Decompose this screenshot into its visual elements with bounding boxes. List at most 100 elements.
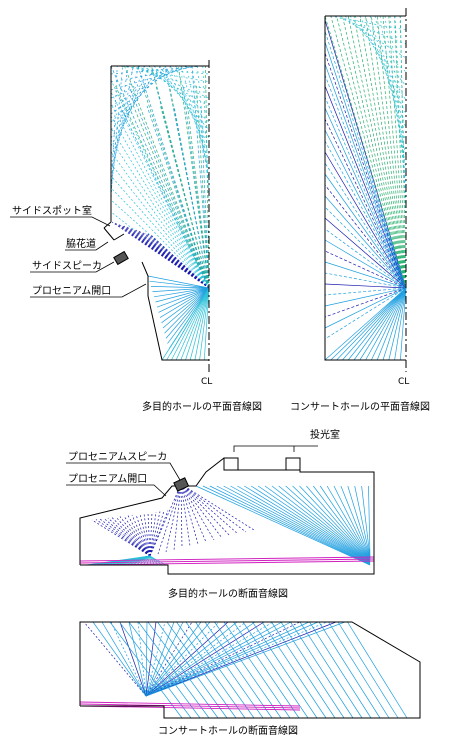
sound-ray	[186, 65, 210, 179]
sound-ray	[103, 518, 151, 557]
sound-ray	[271, 621, 336, 719]
plan-multi-leaders	[10, 216, 147, 298]
sound-ray	[110, 103, 210, 289]
sound-ray	[191, 65, 210, 289]
sound-ray	[361, 485, 371, 558]
sound-ray	[110, 65, 183, 107]
sound-ray	[110, 65, 156, 147]
sound-ray	[145, 621, 346, 697]
sound-ray	[145, 621, 175, 697]
sound-ray	[173, 105, 210, 289]
sound-ray	[166, 287, 210, 361]
sound-ray	[347, 287, 407, 361]
sound-ray	[149, 511, 157, 557]
sound-ray	[347, 15, 407, 289]
sound-ray	[162, 287, 210, 329]
sound-ray	[199, 287, 210, 361]
sound-ray	[110, 65, 129, 187]
sound-ray	[330, 287, 407, 361]
sound-ray	[340, 485, 371, 559]
sound-ray	[79, 701, 301, 707]
sound-ray	[394, 15, 407, 289]
sound-ray	[158, 287, 210, 313]
proscenium-opening-label: プロセニアム開口	[32, 285, 111, 297]
centerline-label: CL	[201, 377, 212, 387]
sound-ray	[165, 287, 210, 339]
plan-concert-outline	[324, 8, 407, 372]
sound-ray	[278, 485, 371, 562]
sound-ray	[145, 621, 157, 697]
sound-ray	[324, 206, 407, 289]
sound-ray	[141, 231, 210, 289]
sound-ray	[330, 15, 407, 289]
sound-ray	[292, 485, 371, 562]
sound-ray	[110, 91, 210, 289]
sound-ray	[324, 184, 407, 289]
sound-ray	[195, 485, 371, 566]
sound-ray	[214, 621, 282, 719]
sound-ray	[353, 287, 407, 361]
sound-ray	[399, 15, 407, 227]
sound-ray	[91, 519, 151, 557]
sound-ray	[117, 223, 210, 289]
sound-ray	[149, 483, 182, 557]
sound-ray	[83, 621, 147, 697]
sound-ray	[324, 217, 407, 289]
sound-ray	[161, 287, 210, 324]
section-concert-caption: コンサートホールの断面音線図	[158, 724, 298, 737]
sound-ray	[137, 621, 147, 697]
sound-ray	[149, 280, 210, 289]
sound-ray	[306, 485, 371, 561]
section-concert-rays	[79, 621, 408, 719]
sound-ray	[204, 621, 273, 719]
sound-ray	[79, 556, 375, 562]
sound-ray	[324, 129, 407, 289]
sound-ray	[359, 287, 407, 361]
sound-ray	[145, 621, 238, 697]
sound-ray	[145, 621, 148, 697]
sound-ray	[389, 15, 407, 199]
sound-ray	[376, 287, 407, 361]
sound-ray	[145, 621, 283, 697]
sound-ray	[110, 65, 177, 115]
sound-ray	[157, 483, 182, 555]
sound-ray	[371, 287, 407, 361]
sound-ray	[223, 485, 371, 565]
sound-ray	[182, 85, 210, 289]
sound-ray	[173, 483, 182, 551]
sound-ray	[324, 74, 407, 289]
sound-ray	[115, 516, 151, 557]
sound-ray	[347, 621, 408, 719]
sound-ray	[170, 65, 210, 155]
sound-ray	[180, 483, 191, 547]
hanamichi-label: 脇花道	[66, 237, 96, 250]
sound-ray	[135, 514, 151, 557]
sound-ray	[328, 621, 390, 719]
sound-ray	[318, 621, 381, 719]
sound-ray	[324, 30, 407, 289]
sound-ray	[114, 222, 210, 289]
sound-ray	[369, 15, 407, 143]
plan-concert-caption: コンサートホールの平面音線図	[290, 400, 430, 413]
sound-ray	[137, 65, 210, 107]
sound-ray	[111, 517, 151, 557]
sound-ray	[242, 621, 309, 719]
sound-ray	[132, 65, 210, 99]
sound-ray	[257, 485, 371, 563]
sound-ray	[376, 15, 407, 289]
sound-ray	[324, 272, 407, 289]
sound-ray	[110, 65, 167, 131]
sound-ray	[133, 105, 210, 289]
sound-ray	[142, 85, 210, 289]
sound-ray	[175, 65, 210, 163]
sound-ray	[139, 513, 151, 557]
sound-ray	[339, 15, 407, 59]
section-multi-outline	[79, 457, 375, 575]
sound-ray	[110, 65, 150, 155]
sound-ray	[233, 621, 300, 719]
sound-ray	[365, 15, 407, 289]
sound-ray	[149, 555, 155, 566]
sound-ray	[145, 621, 229, 697]
sound-ray	[271, 485, 371, 562]
sound-ray	[299, 485, 371, 561]
